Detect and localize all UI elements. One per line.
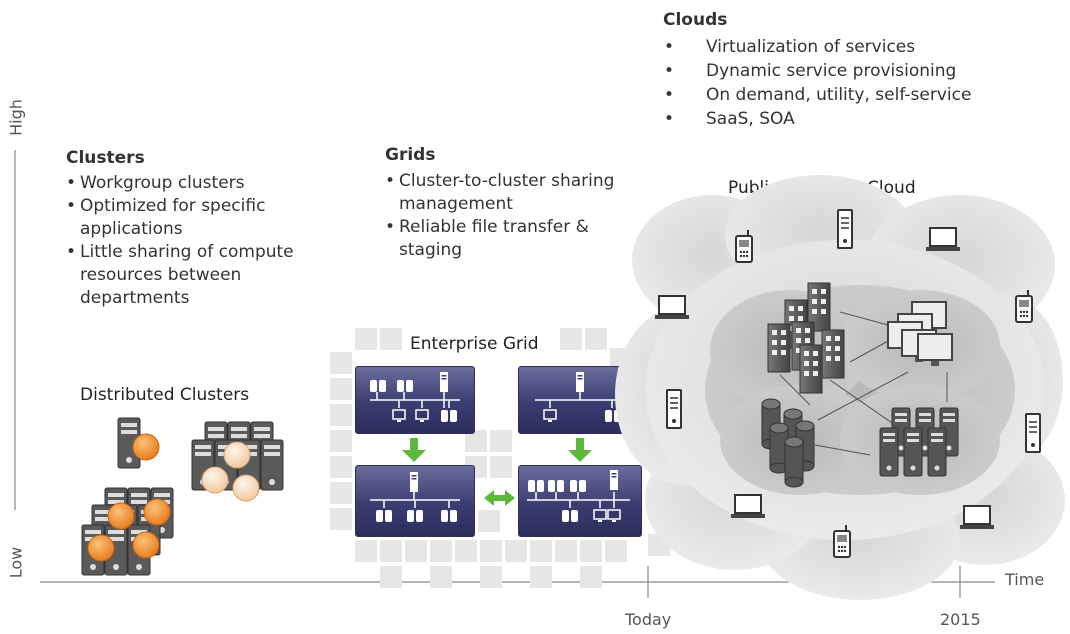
arrow-down-icon	[576, 438, 584, 452]
tower-computer-icon	[837, 209, 853, 249]
storage-cylinder-icon	[784, 436, 804, 488]
node-circle-icon	[107, 502, 135, 530]
list-item: Workgroup clusters	[66, 172, 326, 195]
node-circle-icon	[232, 474, 260, 502]
list-item: Cluster-to-cluster sharing management	[385, 170, 625, 216]
double-arrow-icon	[484, 490, 515, 506]
list-item: Virtualization of services	[660, 35, 1020, 59]
year-2015-label: 2015	[940, 610, 981, 629]
clouds-list: Virtualization of services Dynamic servi…	[660, 35, 1020, 131]
grid-network-box-4	[518, 465, 642, 537]
node-circle-icon	[143, 498, 171, 526]
node-circle-icon	[87, 534, 115, 562]
laptop-icon	[654, 295, 690, 320]
server-icon	[879, 427, 899, 477]
node-circle-icon	[132, 433, 160, 461]
laptop-icon	[959, 505, 995, 530]
node-circle-icon	[132, 531, 160, 559]
grids-heading: Grids	[385, 145, 436, 165]
today-label: Today	[625, 610, 672, 629]
list-item: Dynamic service provisioning	[660, 59, 1020, 83]
list-item: SaaS, SOA	[660, 107, 1020, 131]
building-icon	[799, 344, 823, 394]
inner-cloud-shape	[705, 285, 1015, 495]
laptop-icon	[730, 494, 766, 519]
arrow-down-icon	[402, 450, 426, 462]
list-item: On demand, utility, self-service	[660, 83, 1020, 107]
building-icon	[767, 323, 791, 373]
tower-computer-icon	[1025, 413, 1041, 453]
list-item: Little sharing of compute resources betw…	[66, 241, 326, 310]
building-icon	[821, 329, 845, 379]
distributed-clusters-label: Distributed Clusters	[80, 385, 250, 405]
clusters-list: Workgroup clusters Optimized for specifi…	[66, 172, 326, 310]
laptop-icon	[925, 227, 961, 252]
grids-list: Cluster-to-cluster sharing management Re…	[385, 170, 625, 262]
server-icon	[927, 427, 947, 477]
tower-computer-icon	[666, 389, 682, 429]
clusters-heading: Clusters	[66, 148, 145, 168]
list-item: Optimized for specific applications	[66, 195, 326, 241]
node-circle-icon	[201, 466, 229, 494]
enterprise-grid-label: Enterprise Grid	[410, 334, 539, 354]
arrow-down-icon	[568, 450, 592, 462]
x-axis-time-label: Time	[1005, 570, 1045, 589]
clouds-heading: Clouds	[663, 10, 728, 30]
node-circle-icon	[223, 441, 251, 469]
arrow-down-icon	[410, 438, 418, 452]
list-item: Reliable file transfer & staging	[385, 216, 625, 262]
server-icon	[903, 427, 923, 477]
